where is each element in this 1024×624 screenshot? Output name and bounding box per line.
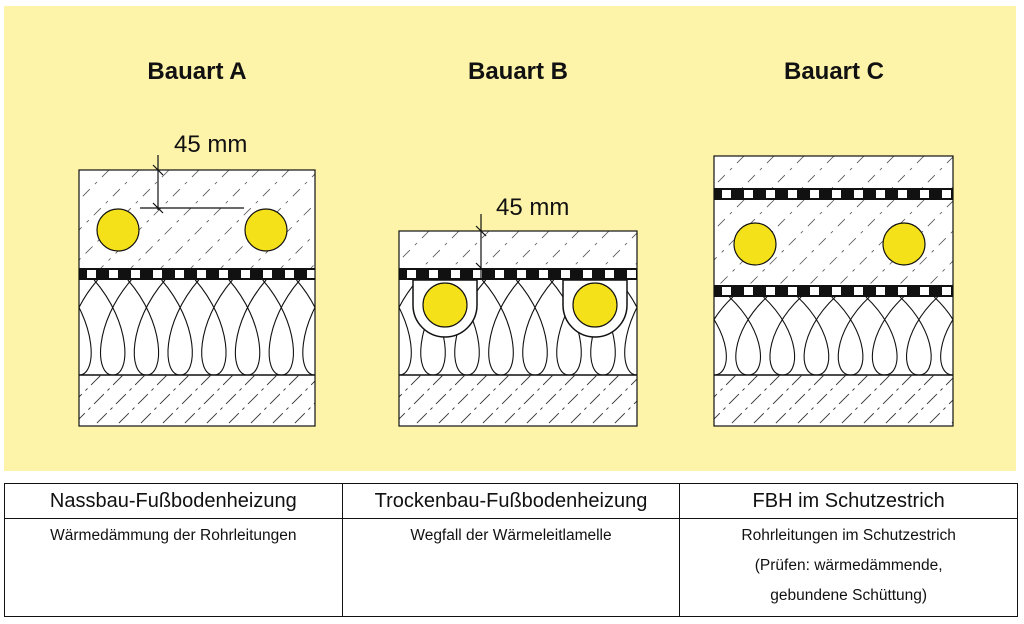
pipe-b-2 xyxy=(572,282,618,328)
dimension-marker-a xyxy=(140,155,244,214)
header-nassbau: Nassbau-Fußbodenheizung xyxy=(4,483,343,519)
dimension-label-a: 45 mm xyxy=(174,131,248,158)
foil-pattern-c-upper xyxy=(722,190,951,198)
header-schutzestrich: FBH im Schutzestrich xyxy=(679,483,1018,519)
cell-line: Wärmedämmung der Rohrleitungen xyxy=(50,527,297,544)
title-bauart-a: Bauart A xyxy=(147,58,247,85)
cell-trockenbau: Wegfall der Wärmeleitlamelle xyxy=(341,518,681,617)
header-trockenbau: Trockenbau-Fußbodenheizung xyxy=(341,483,681,519)
foil-pattern-b xyxy=(407,270,636,278)
slab-hatching-c xyxy=(714,374,953,426)
title-bauart-b: Bauart B xyxy=(467,58,569,85)
table-row: Wärmedämmung der Rohrleitungen Wegfall d… xyxy=(4,518,1018,617)
pipe-c-1 xyxy=(733,222,777,266)
cell-line: Rohrleitungen im Schutzestrich xyxy=(741,527,956,544)
cell-schutzestrich: Rohrleitungen im Schutzestrich (Prüfen: … xyxy=(679,518,1018,617)
foil-pattern-c-lower xyxy=(722,287,951,295)
title-bauart-c: Bauart C xyxy=(783,58,885,85)
foil-pattern-a xyxy=(87,270,315,278)
cell-line: gebundene Schüttung) xyxy=(770,587,928,604)
dimension-label-b: 45 mm xyxy=(496,194,570,221)
info-table: Nassbau-Fußbodenheizung Trockenbau-Fußbo… xyxy=(4,483,1018,617)
pipe-a-2 xyxy=(244,208,288,252)
floor-heating-diagram xyxy=(78,155,954,427)
section-c-border xyxy=(713,155,954,427)
section-bauart-b xyxy=(399,231,637,426)
section-bauart-c xyxy=(714,156,953,426)
section-b-border xyxy=(398,230,638,427)
cell-line: Wegfall der Wärmeleitlamelle xyxy=(410,527,612,544)
pipe-b-1 xyxy=(422,282,468,328)
dimension-marker-b xyxy=(475,214,487,280)
table-header-row: Nassbau-Fußbodenheizung Trockenbau-Fußbo… xyxy=(4,483,1018,519)
cell-line: (Prüfen: wärmedämmende, xyxy=(754,557,943,574)
pipe-a-1 xyxy=(96,208,140,252)
slab-hatching-a xyxy=(79,374,315,426)
pipe-c-2 xyxy=(882,222,926,266)
section-a-border xyxy=(78,169,316,427)
slab-hatching-b xyxy=(399,374,637,426)
section-bauart-a xyxy=(79,170,315,426)
screed-hatching-c-top xyxy=(714,156,953,189)
screed-hatching-a xyxy=(79,170,315,269)
cell-nassbau: Wärmedämmung der Rohrleitungen xyxy=(4,518,343,617)
screed-hatching-b xyxy=(399,231,637,269)
